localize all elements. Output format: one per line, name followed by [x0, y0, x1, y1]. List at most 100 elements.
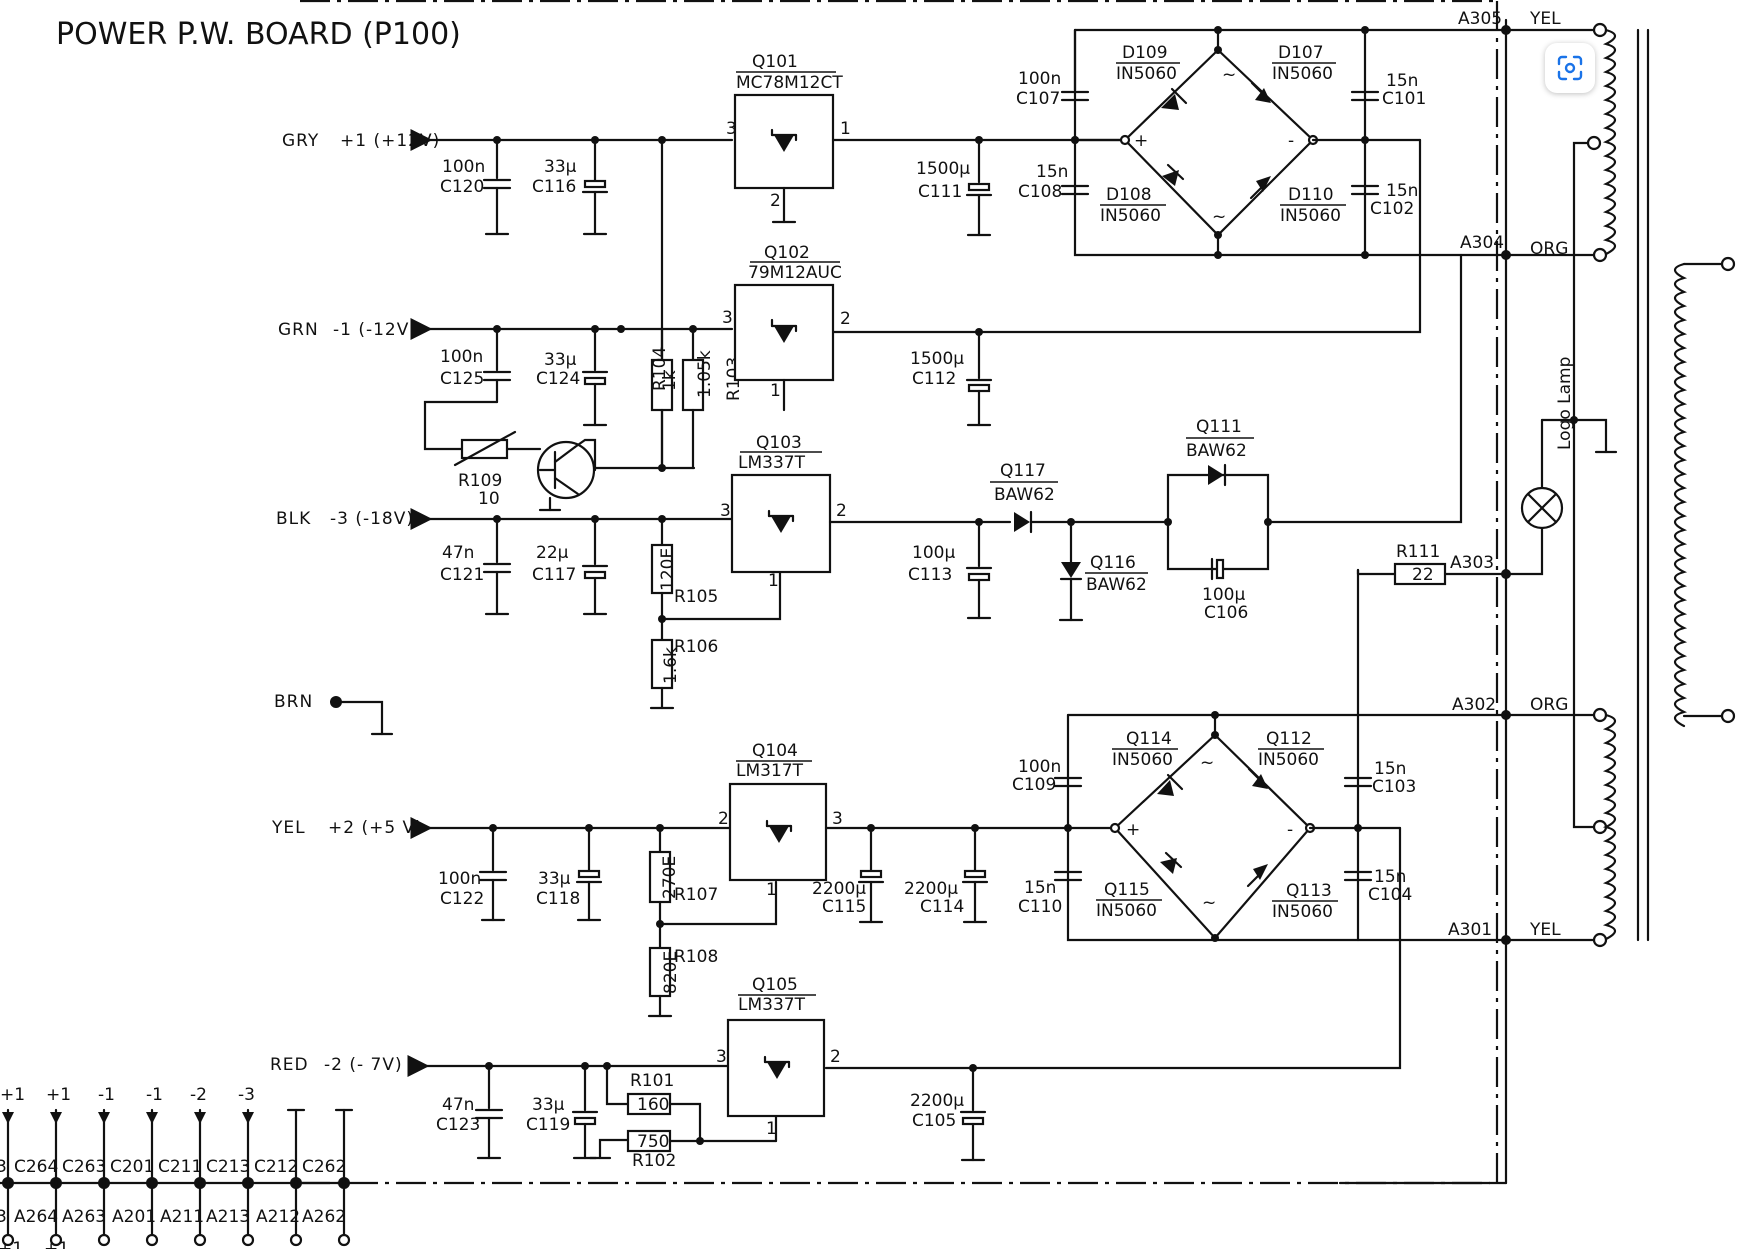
- r109-value: 10: [478, 489, 500, 509]
- c114-ref: C114: [920, 897, 964, 917]
- rail-color-red: RED: [270, 1055, 309, 1075]
- d107-part: IN5060: [1272, 64, 1333, 84]
- d110-part: IN5060: [1280, 206, 1341, 226]
- q103-part: LM337T: [738, 453, 806, 473]
- q102-pin-in: 3: [722, 308, 733, 328]
- r101-value: 160: [637, 1095, 669, 1115]
- bridge-top-plus: +: [1134, 131, 1148, 151]
- d108-part: IN5060: [1100, 206, 1161, 226]
- q104-part: LM317T: [736, 761, 804, 781]
- q102-pin-adj: 1: [770, 381, 781, 401]
- c113-value: 100µ: [912, 543, 955, 563]
- section-minus7v: 47n C123 33µ C119 R101 160 R102 750 3 2 …: [407, 975, 987, 1171]
- c123-ref: C123: [436, 1115, 480, 1135]
- q112-ref: Q112: [1266, 729, 1312, 749]
- q102-ref: Q102: [764, 243, 810, 263]
- c102-value: 15n: [1386, 181, 1418, 201]
- rail-name-gry: +1 (+12V): [340, 131, 440, 151]
- r102-value: 750: [637, 1132, 669, 1152]
- r105-ref: R105: [674, 587, 718, 607]
- d109-part: IN5060: [1116, 64, 1177, 84]
- r109-ref: R109: [458, 471, 502, 491]
- q104-pin-in: 2: [718, 809, 729, 829]
- conn-bot-1: +1: [44, 1239, 69, 1249]
- q101-pin-out: 1: [840, 119, 851, 139]
- r108-ref: R108: [674, 947, 718, 967]
- c119-ref: C119: [526, 1115, 570, 1135]
- c108-value: 15n: [1036, 162, 1068, 182]
- conn-cap-4: C213: [206, 1157, 250, 1177]
- conn-pad-1: A263: [62, 1207, 106, 1227]
- q111-ref: Q111: [1196, 417, 1242, 437]
- r105-value: 120E: [658, 548, 678, 591]
- conn-top-0: +1: [0, 1085, 25, 1105]
- tap-a302-wire: ORG: [1530, 695, 1568, 715]
- conn-top-2: -1: [98, 1085, 115, 1105]
- rail-color-grn: GRN: [278, 320, 319, 340]
- tap-a301: A301: [1448, 920, 1492, 940]
- q113-ref: Q113: [1286, 881, 1332, 901]
- c118-ref: C118: [536, 889, 580, 909]
- c103-value: 15n: [1374, 759, 1406, 779]
- section-minus12v: 100n C125 33µ C124 R109 10 1k R104: [410, 243, 993, 512]
- conn-top-1: +1: [46, 1085, 71, 1105]
- c117-ref: C117: [532, 565, 576, 585]
- c125-value: 100n: [440, 347, 483, 367]
- bridge-bottom: 100n C109 15n C110 + - ~ ~ Q114 IN5060 Q…: [824, 542, 1508, 1070]
- rail-gry: GRY +1 (+12V): [282, 131, 440, 151]
- q113-part: IN5060: [1272, 902, 1333, 922]
- c121-ref: C121: [440, 565, 484, 585]
- conn-cap-edge: 3: [0, 1157, 7, 1177]
- c105-value: 2200µ: [910, 1091, 964, 1111]
- q103-ref: Q103: [756, 433, 802, 453]
- c115-ref: C115: [822, 897, 866, 917]
- q102-part: 79M12AUC: [748, 263, 842, 283]
- conn-cap-0: C264: [14, 1157, 58, 1177]
- q104-pin-out: 3: [832, 809, 843, 829]
- q105-part: LM337T: [738, 995, 806, 1015]
- q116-ref: Q116: [1090, 553, 1136, 573]
- c109-ref: C109: [1012, 775, 1056, 795]
- c125-ref: C125: [440, 369, 484, 389]
- conn-top-3: -1: [146, 1085, 163, 1105]
- c116-ref: C116: [532, 177, 576, 197]
- conn-pad-edge: 3: [0, 1207, 7, 1227]
- q114-part: IN5060: [1112, 750, 1173, 770]
- q105-pin-in: 3: [716, 1047, 727, 1067]
- conn-pad-0: A264: [14, 1207, 58, 1227]
- q103-pin-adj: 1: [768, 571, 779, 591]
- c112-value: 1500µ: [910, 349, 964, 369]
- r103-value: 1.05k: [695, 350, 715, 398]
- c116-value: 33µ: [544, 157, 577, 177]
- lamp-label: Logo Lamp: [1555, 357, 1575, 450]
- c101-value: 15n: [1386, 71, 1418, 91]
- q103-pin-out: 2: [836, 501, 847, 521]
- tap-a304: A304: [1460, 233, 1504, 253]
- q105-ref: Q105: [752, 975, 798, 995]
- q105-pin-adj: 1: [766, 1119, 777, 1139]
- board-outline: [300, 0, 1500, 1185]
- tap-a301-wire: YEL: [1529, 920, 1561, 940]
- rail-brn: BRN: [274, 692, 312, 712]
- c124-ref: C124: [536, 369, 580, 389]
- c117-value: 22µ: [536, 543, 569, 563]
- c109-value: 100n: [1018, 757, 1061, 777]
- c120-value: 100n: [442, 157, 485, 177]
- bridge-bottom-minus: -: [1287, 820, 1293, 840]
- rail-blk: BLK -3 (-18V): [276, 509, 413, 529]
- bridge-bottom-ac1: ~: [1200, 753, 1214, 773]
- conn-pad-2: A201: [112, 1207, 156, 1227]
- lens-scan-button[interactable]: [1545, 43, 1595, 93]
- conn-top-5: -3: [238, 1085, 255, 1105]
- q102-pin-out: 2: [840, 309, 851, 329]
- q116-part: BAW62: [1086, 575, 1147, 595]
- tap-a305: A305: [1458, 9, 1502, 29]
- c122-value: 100n: [438, 869, 481, 889]
- section-plus12v: 100n C120 33µ C116 3 1 2 Q101 MC78M12CT: [410, 52, 1127, 470]
- c110-value: 15n: [1024, 878, 1056, 898]
- c120-ref: C120: [440, 177, 484, 197]
- q105-pin-out: 2: [830, 1047, 841, 1067]
- conn-cap-1: C263: [62, 1157, 106, 1177]
- bridge-top-ac2: ~: [1212, 207, 1226, 227]
